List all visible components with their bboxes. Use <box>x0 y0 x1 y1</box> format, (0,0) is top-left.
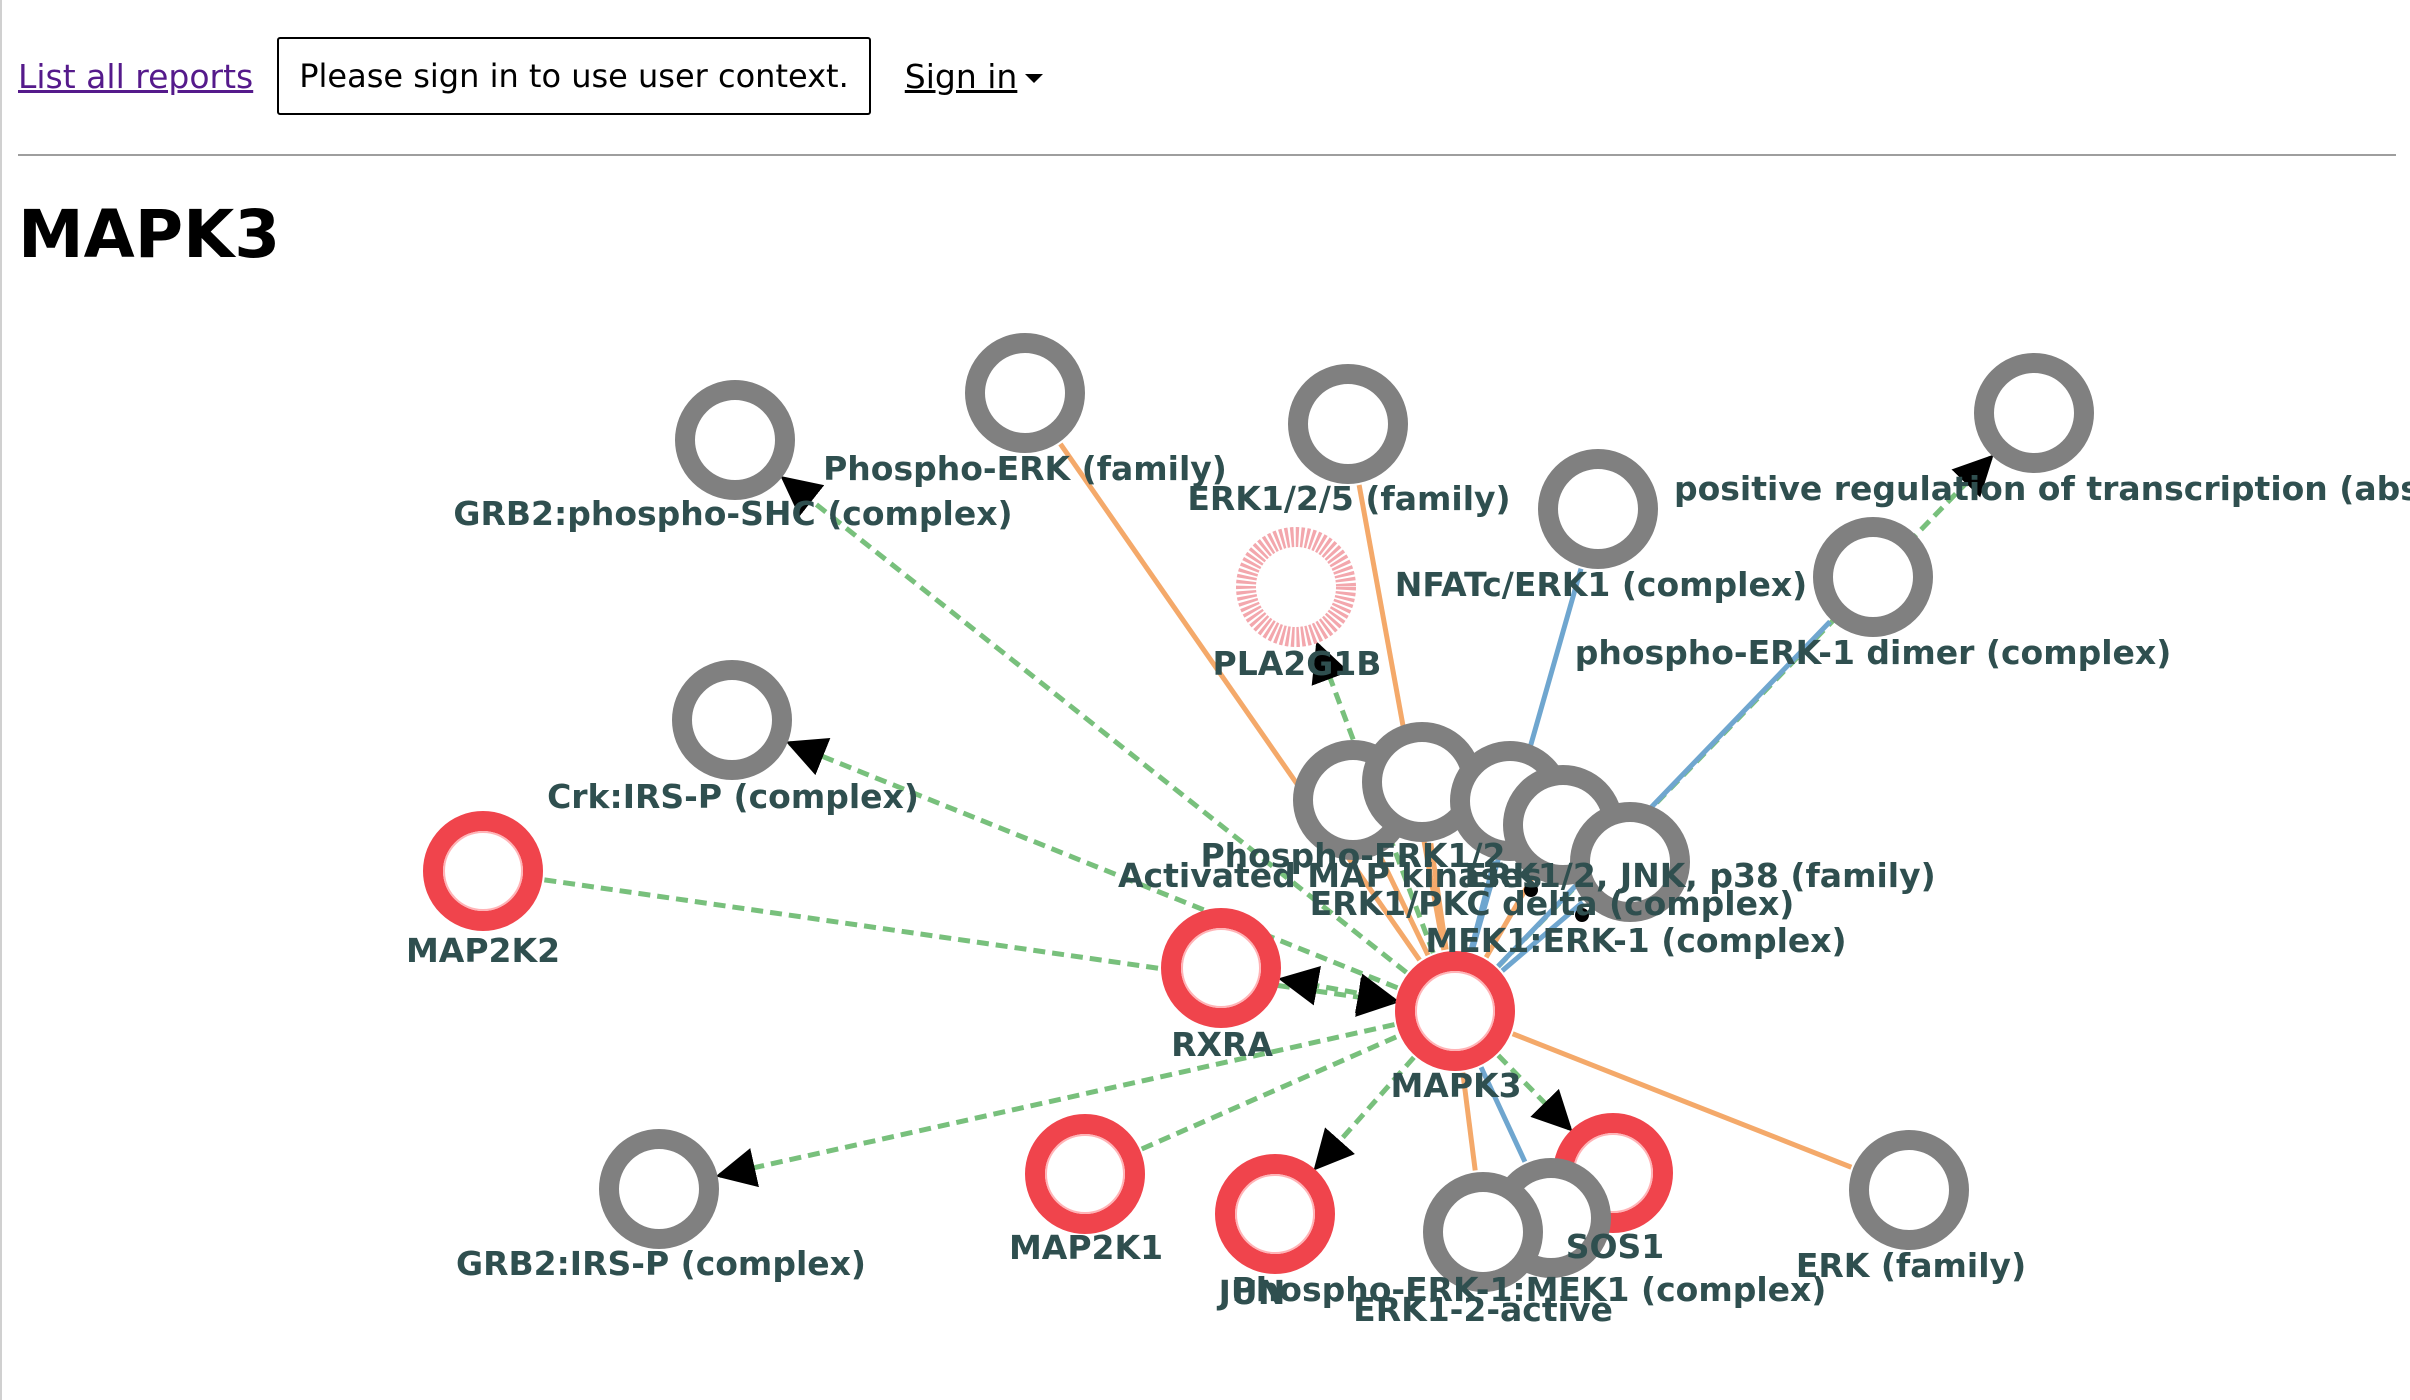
node-ring-crk-irs[interactable] <box>672 660 792 780</box>
node-label-pos-reg-transcription: positive regulation of transcription (ab… <box>1674 469 2410 508</box>
node-label-map2k2: MAP2K2 <box>406 931 560 970</box>
node-label-mek1-erk1: MEK1:ERK-1 (complex) <box>1425 921 1846 960</box>
top-bar: List all reports Please sign in to use u… <box>18 36 1044 116</box>
edge-mapk3-jun <box>1313 1055 1416 1171</box>
edge-mapk3-erk1-pkc-delta <box>1468 860 1497 952</box>
node-highlight-mapk3 <box>1415 971 1495 1051</box>
node-label-pla2g1b: PLA2G1B <box>1213 644 1382 683</box>
list-all-reports-link[interactable]: List all reports <box>18 56 254 96</box>
node-ring-pos-reg-transcription[interactable] <box>1974 353 2094 473</box>
edge-mapk3-activated-mapk <box>1428 843 1449 950</box>
node-map2k1[interactable] <box>1025 1114 1145 1234</box>
sign-in-label: Sign in <box>904 56 1018 96</box>
node-map2k2[interactable] <box>423 811 543 931</box>
node-ring-mek1-erk1[interactable] <box>1570 802 1690 922</box>
node-phospho-erk-family[interactable] <box>965 333 1085 453</box>
node-grb2-shc[interactable] <box>675 380 795 500</box>
edge-mapk3-phospho-erk1-dimer <box>1496 619 1832 969</box>
node-label-erk12-active: ERK1-2-active <box>1353 1290 1613 1329</box>
node-label-erk125-family: ERK1/2/5 (family) <box>1187 479 1510 518</box>
node-ring-phospho-erk-family[interactable] <box>965 333 1085 453</box>
node-label-phospho-erk1-mek1: Phospho-ERK-1:MEK1 (complex) <box>1232 1270 1827 1309</box>
node-label-jun: JUN <box>1217 1273 1286 1312</box>
node-label-activated-mapk: Activated MAP kinases <box>1118 856 1542 895</box>
node-label-map2k1: MAP2K1 <box>1009 1228 1163 1267</box>
node-ring-grb2-irs[interactable] <box>599 1129 719 1249</box>
edge-mapk3-erk12-active <box>1460 1072 1478 1171</box>
node-label-phospho-erk-family: Phospho-ERK (family) <box>823 449 1227 488</box>
node-label-grb2-irs: GRB2:IRS-P (complex) <box>456 1244 866 1283</box>
labels-layer: GRB2:phospho-SHC (complex) Phospho-ERK (f… <box>406 449 2410 1329</box>
edge-mapk3-pla2g1b <box>1311 641 1436 954</box>
page-title: MAPK3 <box>18 196 281 273</box>
edge-mapk3-erk-family <box>1511 1031 1853 1170</box>
edge-mapk3-phospho-erk-family <box>1058 442 1422 962</box>
node-highlight-rxra <box>1181 928 1261 1008</box>
node-label-rxra: RXRA <box>1171 1025 1273 1064</box>
node-label-sos1: SOS1 <box>1566 1227 1665 1266</box>
node-nfatc-erk1[interactable] <box>1538 449 1658 569</box>
node-ring-erk-family[interactable] <box>1849 1130 1969 1250</box>
node-label-grb2-shc: GRB2:phospho-SHC (complex) <box>453 494 1012 533</box>
sign-in-notice: Please sign in to use user context. <box>277 37 871 115</box>
nodes-layer <box>423 333 2094 1292</box>
node-erk12-active[interactable] <box>1423 1172 1543 1292</box>
sign-in-dropdown[interactable]: Sign in <box>905 57 1044 96</box>
node-highlight-map2k1 <box>1045 1134 1125 1214</box>
node-ring-rxra[interactable] <box>1161 908 1281 1028</box>
node-label-nfatc-erk1: NFATc/ERK1 (complex) <box>1395 565 1807 604</box>
edge-junction-dot-1 <box>1524 883 1538 897</box>
edge-map2k1-mapk3 <box>1140 1033 1400 1152</box>
node-ring-erk12-active[interactable] <box>1423 1172 1543 1292</box>
node-phospho-erk1-dimer[interactable] <box>1813 517 1933 637</box>
node-ring-nfatc-erk1[interactable] <box>1538 449 1658 569</box>
node-ring-grb2-shc[interactable] <box>675 380 795 500</box>
node-ring-map2k2[interactable] <box>423 811 543 931</box>
node-erk-family[interactable] <box>1849 1130 1969 1250</box>
node-ring-erk125-family[interactable] <box>1288 364 1408 484</box>
node-grb2-irs[interactable] <box>599 1129 719 1249</box>
node-ring-phospho-erk1-dimer[interactable] <box>1813 517 1933 637</box>
node-label-erk1-pkc-delta: ERK1/PKC delta (complex) <box>1310 884 1795 923</box>
caret-down-icon <box>1025 73 1044 83</box>
node-jun[interactable] <box>1215 1154 1335 1274</box>
node-ring-map2k1[interactable] <box>1025 1114 1145 1234</box>
node-ring-mapk3[interactable] <box>1395 951 1515 1071</box>
edge-map2k2-mapk3 <box>544 877 1398 1017</box>
edge-mapk3-phospho-erk1-mek1 <box>1478 1066 1528 1163</box>
node-mapk3[interactable] <box>1395 951 1515 1071</box>
node-label-phospho-erk12: Phospho-ERK1/2 <box>1201 836 1506 875</box>
node-label-mapk3: MAPK3 <box>1390 1066 1521 1105</box>
node-label-erk12-jnk-p38: ERK1/2, JNK, p38 (family) <box>1464 856 1935 895</box>
edge-mapk3-sos1 <box>1496 1053 1573 1132</box>
header-divider <box>18 154 2396 156</box>
node-ring-jun[interactable] <box>1215 1154 1335 1274</box>
edge-mapk3-phospho-erk12 <box>1377 854 1431 957</box>
node-highlight-jun <box>1235 1174 1315 1254</box>
node-label-erk-family: ERK (family) <box>1796 1246 2026 1285</box>
node-mek1-erk1[interactable] <box>1570 802 1690 922</box>
node-pos-reg-transcription[interactable] <box>1974 353 2094 473</box>
edge-mapk3-mek1-erk1 <box>1500 900 1585 973</box>
node-erk125-family[interactable] <box>1288 364 1408 484</box>
node-pla2g1b[interactable] <box>1236 527 1356 647</box>
node-label-crk-irs: Crk:IRS-P (complex) <box>547 777 919 816</box>
edge-junction-dot-2 <box>1575 908 1589 922</box>
node-highlight-map2k2 <box>443 831 523 911</box>
edge-mapk3-grb2-irs <box>715 1022 1396 1188</box>
left-border <box>0 0 2 1400</box>
node-crk-irs[interactable] <box>672 660 792 780</box>
node-label-phospho-erk1-dimer: phospho-ERK-1 dimer (complex) <box>1575 633 2172 672</box>
node-rxra[interactable] <box>1161 908 1281 1028</box>
edge-mapk3-erk125-family <box>1356 484 1447 951</box>
node-ring-pla2g1b[interactable] <box>1236 527 1356 647</box>
edge-mapk3-crk-irs <box>785 738 1399 991</box>
